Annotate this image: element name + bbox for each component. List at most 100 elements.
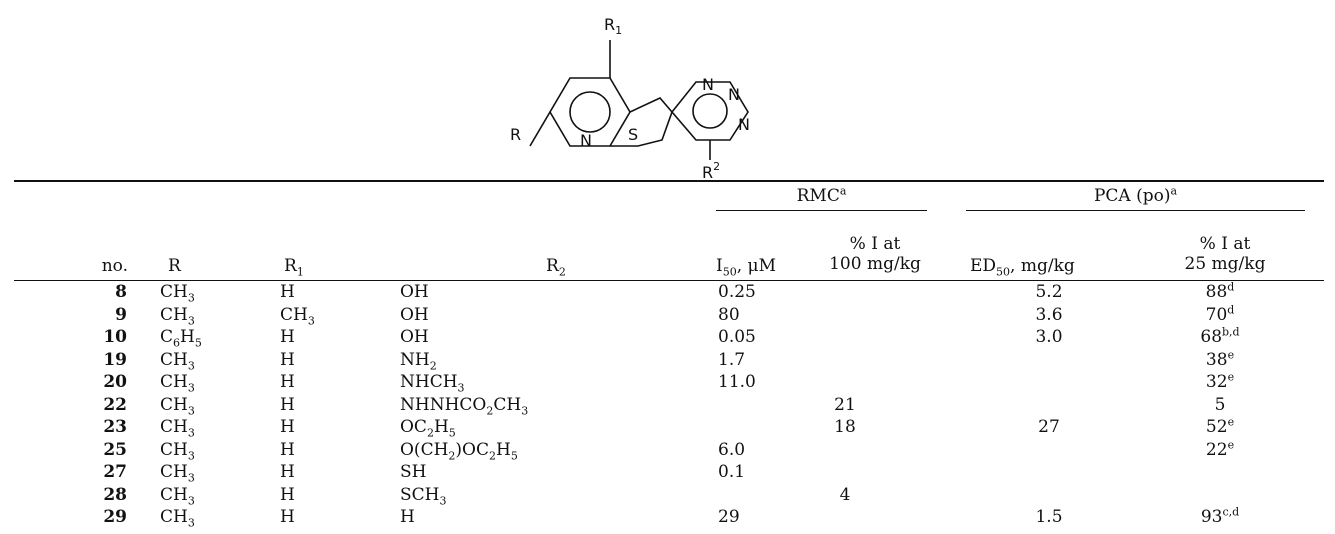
cell-r2-part: H — [400, 507, 415, 527]
structure-bonds — [529, 40, 749, 160]
cell-pct-inhibition-100: 18 — [834, 417, 856, 437]
cell-r-sub: 3 — [187, 426, 195, 440]
cell-r-sub: 3 — [187, 471, 195, 485]
cell-r-base: CH — [160, 507, 188, 527]
cell-r1-base: H — [280, 372, 295, 392]
cell-r1: H — [280, 326, 295, 349]
cell-r-sub: 3 — [187, 516, 195, 530]
cell-r2-part: )OC — [455, 439, 489, 460]
header-i50: I50, μM — [716, 256, 776, 279]
cell-r2: NH2 — [400, 349, 437, 372]
cell-r: CH3 — [160, 484, 195, 507]
cell-pct-inhibition-25: 88d — [1180, 281, 1260, 304]
cell-no: 22 — [103, 394, 127, 415]
cell-r-base: CH — [160, 372, 188, 392]
cell-r-sub: 3 — [187, 493, 195, 507]
cell-r: CH3 — [160, 416, 195, 439]
rmc-group-rule — [716, 210, 927, 211]
cell-r2-part: H — [495, 439, 511, 460]
header-pct-inhibition-100: % I at 100 mg/kg — [829, 234, 921, 274]
label-n-pyridine: N — [580, 131, 592, 150]
cell-r2: O(CH2)OC2H5 — [400, 439, 518, 462]
cell-r: CH3 — [160, 281, 195, 304]
cell-r2-sub: 2 — [426, 426, 434, 440]
cell-i50: 0.1 — [718, 462, 746, 482]
cell-footnote-mark: b,d — [1222, 325, 1240, 339]
label-r: R — [510, 125, 521, 144]
cell-footnote-mark: d — [1227, 302, 1235, 316]
cell-r-tail-sub: 5 — [194, 336, 202, 350]
header-no: no. — [101, 256, 128, 276]
cell-r2: OH — [400, 304, 429, 327]
cell-r: CH3 — [160, 461, 195, 484]
cell-r2-part: OC — [400, 417, 427, 437]
cell-pct-inhibition-25-value: 22 — [1205, 439, 1228, 460]
cell-r: CH3 — [160, 506, 195, 529]
table-header-rule — [14, 280, 1324, 281]
cell-r2-part: NH — [400, 349, 430, 370]
cell-r: CH3 — [160, 371, 195, 394]
cell-r: CH3 — [160, 394, 195, 417]
cell-r2: NHCH3 — [400, 371, 465, 394]
cell-r-base: CH — [160, 349, 188, 370]
cell-r2-part: CH — [493, 394, 522, 415]
cell-footnote-mark: e — [1227, 370, 1235, 384]
cell-pct-inhibition-25: 68b,d — [1180, 326, 1260, 349]
cell-r2-part: NHNHCO — [400, 394, 487, 415]
cell-r2: OC2H5 — [400, 416, 456, 439]
cell-r-sub: 3 — [187, 291, 195, 305]
chemical-structure: R1 R N S R2 N N N — [510, 15, 750, 182]
cell-pct-inhibition-25-value: 93 — [1200, 507, 1223, 527]
cell-r2-part: OH — [400, 327, 429, 347]
pca-group-rule — [966, 210, 1305, 211]
cell-r-base: CH — [160, 282, 188, 302]
cell-r1-sub: 3 — [307, 313, 315, 327]
cell-r2-part: OH — [400, 304, 429, 325]
cell-r2: SCH3 — [400, 484, 446, 507]
cell-r: C6H5 — [160, 326, 202, 349]
cell-pct-inhibition-25: 5 — [1180, 394, 1260, 417]
cell-r-sub: 3 — [187, 381, 195, 395]
cell-pct-inhibition-25-value: 88 — [1205, 282, 1228, 302]
cell-r-sub: 3 — [187, 448, 195, 462]
cell-r-base: CH — [160, 304, 188, 325]
cell-r: CH3 — [160, 304, 195, 327]
cell-r-base: CH — [160, 462, 188, 482]
cell-no: 25 — [103, 439, 127, 460]
triazine-ring — [670, 81, 749, 141]
thiophene-ring — [610, 97, 673, 147]
cell-pct-inhibition-25: 32e — [1180, 371, 1260, 394]
cell-no: 8 — [115, 282, 127, 302]
cell-r2: SH — [400, 461, 426, 484]
cell-i50: 1.7 — [718, 349, 746, 370]
header-pct-inhibition-25: % I at 25 mg/kg — [1184, 234, 1266, 274]
cell-footnote-mark: d — [1227, 280, 1235, 294]
cell-r2-part: O(CH — [400, 439, 449, 460]
cell-r2-sub: 5 — [448, 426, 456, 440]
cell-footnote-mark: e — [1227, 437, 1235, 451]
cell-r-base: CH — [160, 439, 188, 460]
cell-r2: NHNHCO2CH3 — [400, 394, 528, 417]
cell-i50: 0.25 — [718, 282, 756, 302]
cell-r-sub: 6 — [173, 336, 181, 350]
cell-no: 29 — [103, 507, 127, 527]
cell-r-sub: 3 — [187, 403, 195, 417]
cell-r2-sub: 3 — [521, 403, 529, 417]
cell-r2-sub: 2 — [488, 448, 496, 462]
cell-i50: 6.0 — [718, 439, 746, 460]
cell-r2-sub: 3 — [439, 493, 447, 507]
cell-r1-base: H — [280, 507, 295, 527]
cell-ed50: 3.0 — [1035, 327, 1063, 347]
header-group-pca: PCA (po)a — [1093, 184, 1178, 206]
cell-pct-inhibition-100: 4 — [839, 484, 851, 505]
cell-pct-inhibition-25: 93c,d — [1180, 506, 1260, 529]
cell-pct-inhibition-25: 38e — [1180, 349, 1260, 372]
cell-footnote-mark: e — [1227, 415, 1235, 429]
